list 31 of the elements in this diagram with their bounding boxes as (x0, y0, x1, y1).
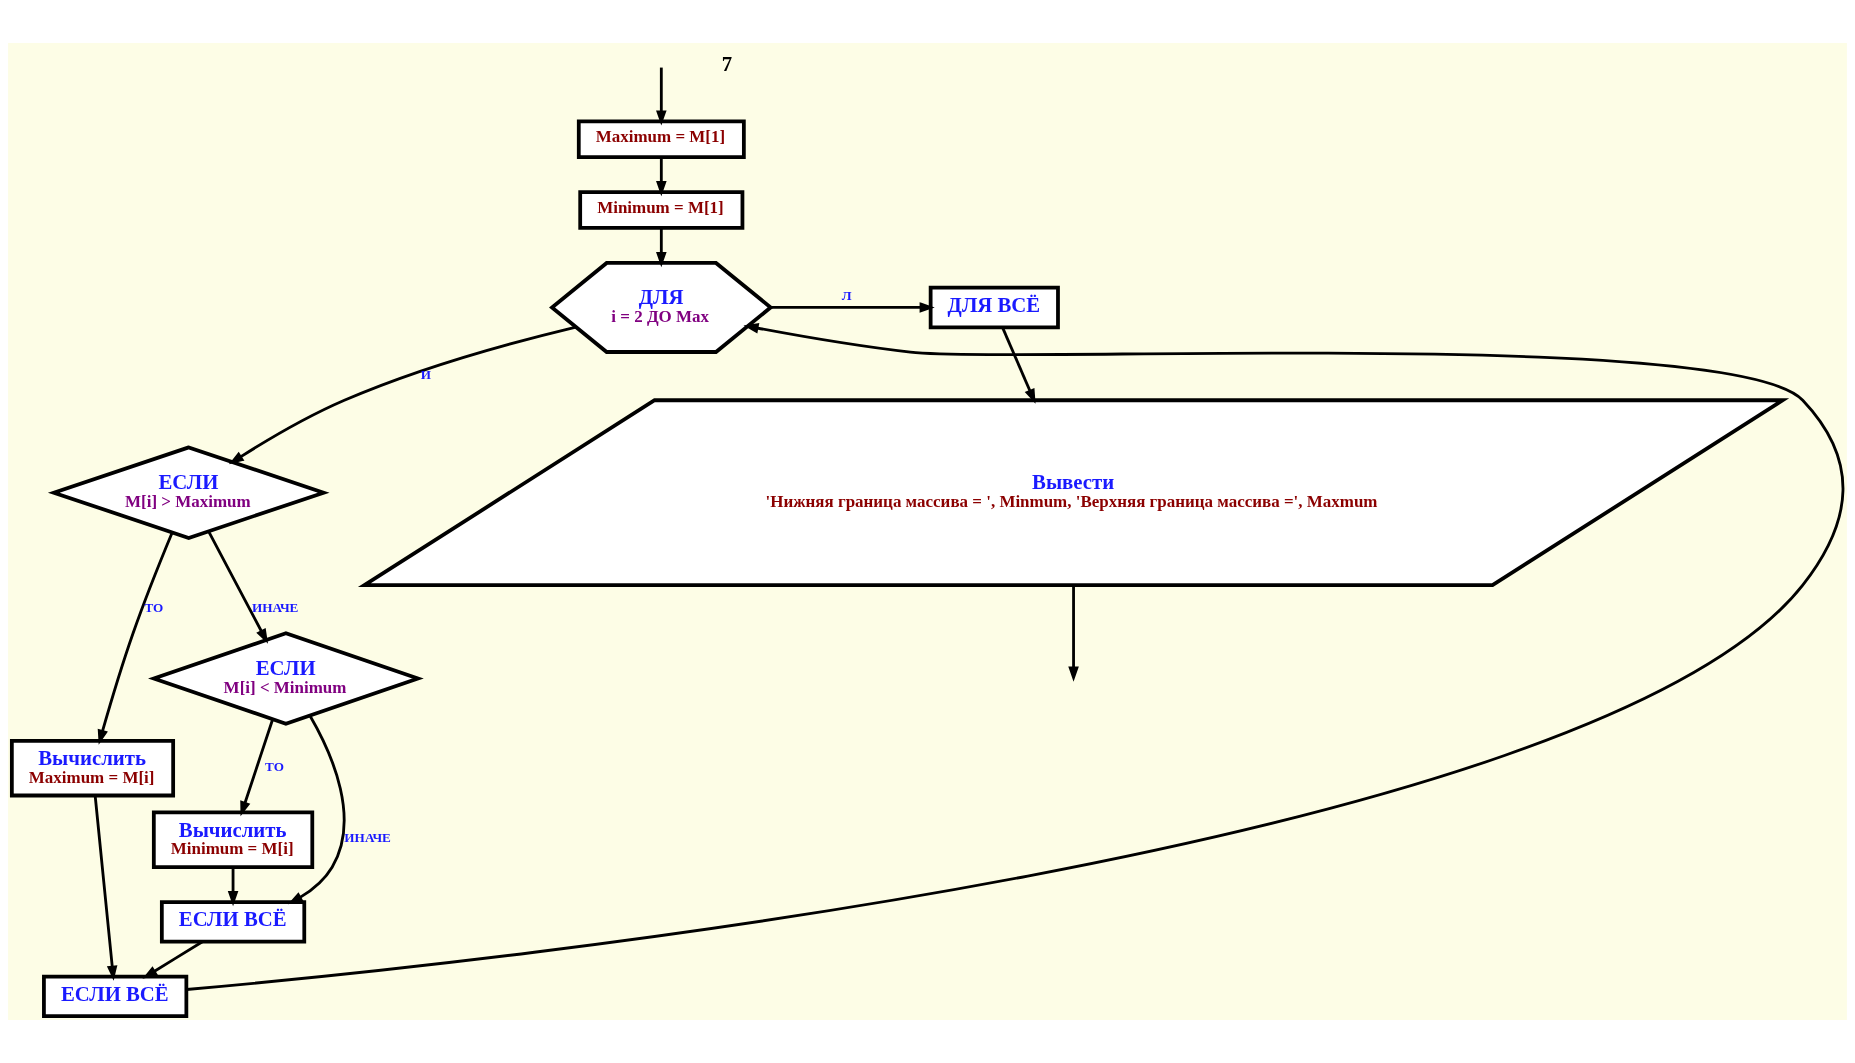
arrow (770, 302, 935, 313)
label: 7 (721, 52, 733, 75)
arrow (1068, 585, 1079, 682)
node-box: Вычислить Maximum = M[i] (9, 738, 176, 798)
node-diamond: ЕСЛИ M[i] > Maximum (47, 445, 330, 540)
node-box: Maximum = M[1] (576, 119, 746, 160)
arrow (228, 325, 577, 465)
arrow (656, 228, 667, 268)
edge-label: ТО (265, 758, 285, 774)
node-box: ДЛЯ ВСЁ (928, 285, 1060, 330)
node-box: Вычислить Minimum = M[i] (151, 810, 315, 870)
node-box: Minimum = M[1] (578, 190, 745, 230)
arrow (287, 715, 346, 905)
arrow (240, 718, 275, 817)
edge-label: Л (841, 288, 852, 304)
arrow (656, 157, 667, 197)
edge-label: ИНАЧЕ (344, 830, 391, 846)
arrow (142, 940, 204, 979)
arrow (227, 867, 239, 907)
arrow (97, 532, 174, 745)
arrow (656, 67, 667, 126)
node-diamond: ЕСЛИ M[i] < Minimum (148, 631, 424, 726)
arrow (93, 795, 118, 981)
node-box: ЕСЛИ ВСЁ (42, 974, 189, 1019)
arrow (186, 323, 1844, 991)
arrow (207, 530, 269, 644)
edge-label: ИНАЧЕ (251, 599, 299, 615)
edge-label: И (420, 366, 432, 382)
edge-label: ТО (144, 599, 164, 615)
node-box: ЕСЛИ ВСЁ (159, 900, 307, 944)
arrow (1001, 326, 1036, 404)
